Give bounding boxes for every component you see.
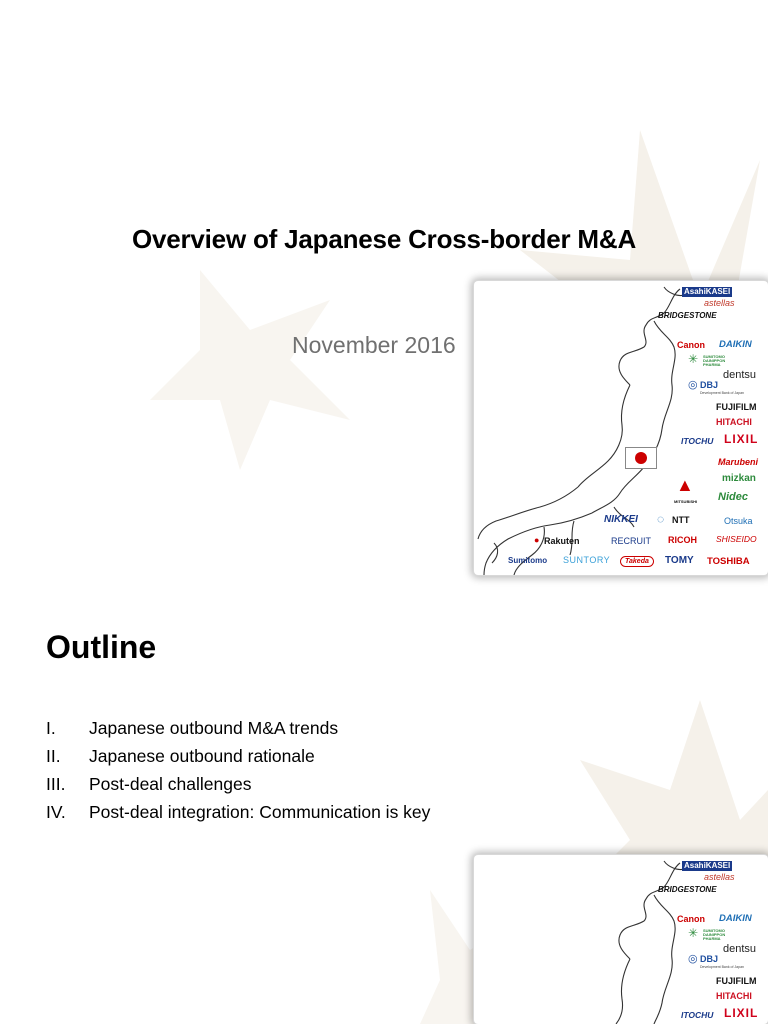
fujifilm-logo: FUJIFILM: [716, 402, 757, 412]
list-item-number: II.: [46, 745, 61, 766]
rakuten-logo: Rakuten: [544, 536, 580, 546]
astellas-logo: astellas: [704, 872, 735, 882]
mitsubishi-mark-icon: ▲: [676, 475, 694, 495]
daikin-logo: DAIKIN: [719, 913, 752, 924]
dbj-subtitle: Development Bank of Japan: [700, 965, 744, 969]
bridgestone-logo: BRIDGESTONE: [658, 311, 717, 320]
list-item-text: Post-deal challenges: [89, 773, 252, 794]
ntt-logo: NTT: [672, 515, 690, 525]
list-item: I. Japanese outbound M&A trends: [46, 714, 430, 742]
list-item-number: I.: [46, 717, 56, 738]
list-item: II. Japanese outbound rationale: [46, 742, 430, 770]
list-item-number: IV.: [46, 801, 66, 822]
japan-coastline-icon: [477, 286, 685, 575]
ntt-mark-icon: ◌: [657, 512, 665, 526]
sumitomo-dainippon-mark-icon: ✳: [688, 352, 699, 366]
canon-logo: Canon: [677, 340, 705, 350]
list-item-number: III.: [46, 773, 66, 794]
astellas-logo: astellas: [704, 298, 735, 308]
list-item: III. Post-deal challenges: [46, 770, 430, 798]
marubeni-logo: Marubeni: [718, 457, 759, 467]
dbj-mark-icon: ◎: [688, 953, 698, 965]
dbj-mark-icon: ◎: [688, 379, 698, 391]
sumitomo-dainippon-logo: SUMITOMO DAINIPPON PHARMA: [703, 354, 726, 367]
outline-slide: Outline I. Japanese outbound M&A trends …: [0, 590, 768, 1024]
lixil-logo: LIXIL: [724, 432, 759, 446]
ricoh-logo: RICOH: [668, 535, 697, 545]
slide-title: Overview of Japanese Cross-border M&A: [131, 224, 637, 254]
outline-heading: Outline: [46, 629, 157, 665]
list-item-text: Japanese outbound M&A trends: [89, 717, 339, 738]
dbj-logo: DBJ: [700, 380, 719, 390]
bridgestone-logo: BRIDGESTONE: [658, 885, 717, 894]
japan-logo-map: AsahiKASEI astellas BRIDGESTONE Canon DA…: [474, 281, 768, 575]
mizkan-logo: mizkan: [722, 473, 756, 484]
asahi-kasei-logo: AsahiKASEI: [682, 861, 733, 871]
sumitomo-dainippon-logo: SUMITOMO DAINIPPON PHARMA: [703, 928, 726, 941]
suntory-logo: SUNTORY: [563, 555, 611, 565]
lixil-logo: LIXIL: [724, 1006, 759, 1020]
dbj-subtitle: Development Bank of Japan: [700, 391, 744, 395]
toshiba-logo: TOSHIBA: [707, 556, 750, 567]
japan-logo-map: AsahiKASEI astellas BRIDGESTONE Canon DA…: [474, 855, 768, 1024]
nikkei-logo: NIKKEI: [604, 514, 638, 525]
hitachi-logo: HITACHI: [716, 417, 752, 427]
asahi-kasei-logo: AsahiKASEI: [682, 287, 733, 297]
mitsubishi-logo: MITSUBISHI: [674, 499, 698, 504]
dentsu-logo: dentsu: [723, 943, 757, 955]
takeda-logo: Takeda: [620, 556, 654, 567]
dentsu-logo: dentsu: [723, 369, 757, 381]
hitachi-logo: HITACHI: [716, 991, 752, 1001]
canon-logo: Canon: [677, 914, 705, 924]
tomy-logo: TOMY: [665, 555, 694, 566]
sumitomo-logo: Sumitomo: [508, 556, 548, 565]
shiseido-logo: SHISEIDO: [716, 534, 757, 544]
itochu-logo: ITOCHU: [681, 436, 714, 446]
recruit-logo: RECRUIT: [611, 536, 651, 546]
list-item-text: Japanese outbound rationale: [89, 745, 315, 766]
sumitomo-dainippon-mark-icon: ✳: [688, 926, 699, 940]
outline-list: I. Japanese outbound M&A trends II. Japa…: [46, 714, 430, 826]
daikin-logo: DAIKIN: [719, 339, 752, 350]
itochu-logo: ITOCHU: [681, 1010, 714, 1020]
otsuka-logo: Otsuka: [724, 516, 753, 526]
list-item: IV. Post-deal integration: Communication…: [46, 798, 430, 826]
fujifilm-logo: FUJIFILM: [716, 976, 757, 986]
dbj-logo: DBJ: [700, 954, 719, 964]
title-slide: Overview of Japanese Cross-border M&A No…: [131, 130, 768, 575]
rakuten-mark-icon: ●: [534, 535, 540, 545]
nidec-logo: Nidec: [718, 491, 748, 503]
japan-flag-icon: [625, 447, 657, 469]
slide-subtitle: November 2016: [292, 332, 456, 358]
list-item-text: Post-deal integration: Communication is …: [89, 801, 431, 822]
